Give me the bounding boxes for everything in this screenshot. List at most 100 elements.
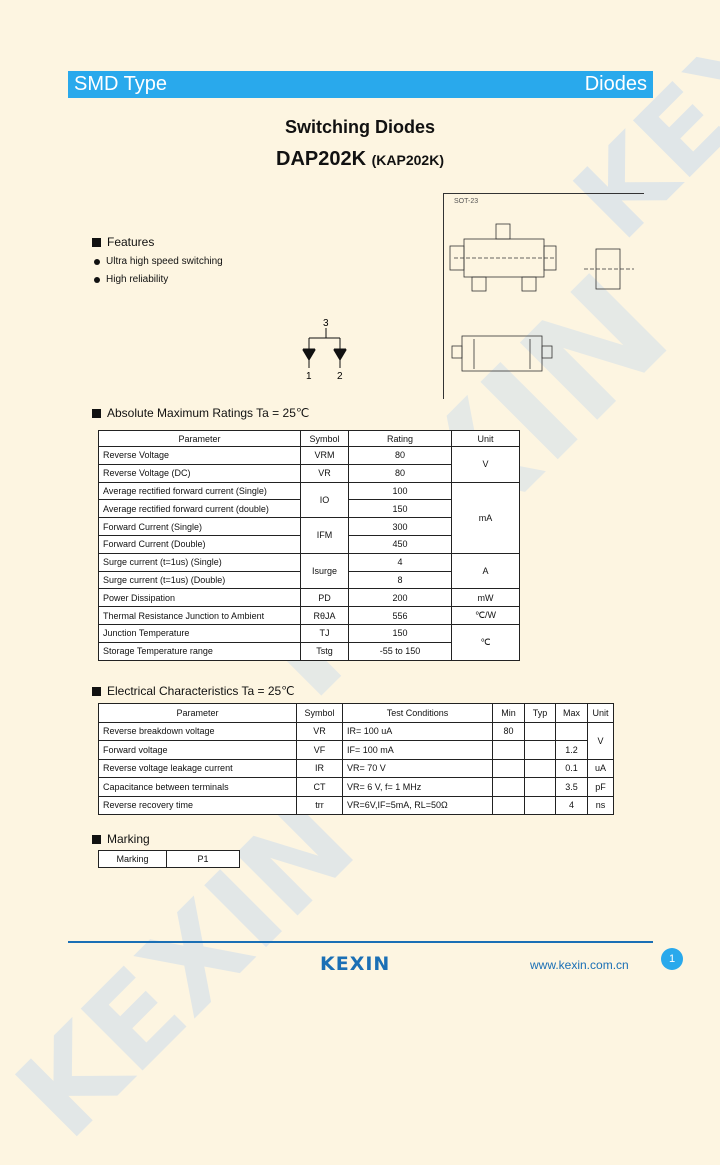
table-cell [492, 777, 525, 797]
table-cell: V [451, 446, 520, 483]
table-cell: 1.2 [555, 740, 588, 760]
absolute-max-ratings-table: Parameter Symbol Rating Unit Reverse Vol… [98, 430, 520, 661]
table-cell: mW [451, 588, 520, 608]
table-cell: VR= 70 V [342, 758, 493, 778]
kexin-logo: KEXIN [320, 953, 391, 975]
table-cell: P1 [166, 850, 240, 868]
table-cell [524, 740, 556, 760]
table-cell: VR [296, 721, 343, 741]
table-cell: 4 [555, 795, 588, 815]
marking-heading: Marking [92, 832, 150, 846]
table-cell [555, 721, 588, 741]
table-row: Thermal Resistance Junction to Ambient R… [98, 606, 520, 625]
table-cell: Average rectified forward current (doubl… [98, 499, 301, 519]
table-cell [492, 758, 525, 778]
square-bullet-icon [92, 408, 101, 418]
table-cell: ℃ [451, 623, 520, 661]
table-cell: 450 [348, 534, 452, 554]
table-cell: RθJA [300, 606, 349, 625]
square-bullet-icon [92, 686, 101, 696]
features-heading-text: Features [107, 235, 155, 249]
table-cell: VR [300, 463, 349, 483]
part-alt: (KAP202K) [371, 152, 444, 168]
table-cell [524, 777, 556, 797]
table-cell: Reverse Voltage (DC) [98, 463, 301, 483]
table-cell: Surge current (t=1us) (Double) [98, 570, 301, 590]
column-header: Unit [587, 703, 614, 723]
table-cell: Reverse voltage leakage current [98, 758, 297, 778]
table-cell: ℃/W [451, 606, 520, 625]
table-cell: IFM [300, 517, 349, 554]
header-type: Diodes [584, 73, 647, 95]
table-cell [492, 795, 525, 815]
table-header-row: Parameter Symbol Test Conditions Min Typ… [98, 703, 614, 723]
table-row: Forward voltage VF IF= 100 mA 1.2 [98, 740, 614, 760]
square-bullet-icon [92, 834, 101, 844]
table-cell: Reverse recovery time [98, 795, 297, 815]
table-row: Average rectified forward current (Singl… [98, 481, 520, 554]
table-cell: V [587, 721, 614, 760]
column-header: Typ [524, 703, 556, 723]
table-cell [492, 740, 525, 760]
table-cell: Junction Temperature [98, 623, 301, 643]
package-outline-drawing [449, 223, 634, 372]
table-cell [524, 758, 556, 778]
table-row: Storage Temperature range Tstg -55 to 15… [98, 641, 520, 661]
features-heading: Features [92, 235, 154, 249]
table-cell: CT [296, 777, 343, 797]
table-cell: Reverse breakdown voltage [98, 721, 297, 741]
table-cell: uA [587, 758, 614, 778]
table-cell: Power Dissipation [98, 588, 301, 608]
square-bullet-icon [92, 237, 101, 247]
package-label: SOT-23 [454, 198, 479, 205]
column-header: Test Conditions [342, 703, 493, 723]
column-header: Symbol [300, 430, 349, 447]
table-cell: ns [587, 795, 614, 815]
table-row: Power Dissipation PD 200 mW [98, 588, 520, 608]
marking-table: Marking P1 [98, 850, 240, 868]
table-row: Capacitance between terminals CT VR= 6 V… [98, 777, 614, 797]
table-cell: Thermal Resistance Junction to Ambient [98, 606, 301, 625]
table-cell [524, 795, 556, 815]
table-cell: -55 to 150 [348, 641, 452, 661]
feature-text: Ultra high speed switching [106, 256, 223, 267]
table-cell: Surge current (t=1us) (Single) [98, 552, 301, 572]
bullet-icon [94, 258, 100, 265]
amr-heading-text: Absolute Maximum Ratings Ta = 25℃ [107, 406, 310, 420]
header-banner: SMD Type Diodes [68, 71, 653, 98]
table-cell: Marking [98, 850, 167, 868]
electrical-characteristics-table: Parameter Symbol Test Conditions Min Typ… [98, 703, 614, 815]
table-row: Marking P1 [98, 850, 240, 868]
ec-heading-text: Electrical Characteristics Ta = 25℃ [107, 684, 295, 698]
table-row: Reverse recovery time trr VR=6V,IF=5mA, … [98, 795, 614, 815]
table-cell: 80 [348, 446, 452, 465]
marking-heading-text: Marking [107, 832, 150, 846]
table-cell: 100 [348, 481, 452, 501]
page-title: Switching Diodes [284, 117, 435, 137]
column-header: Symbol [296, 703, 343, 723]
table-row: Reverse voltage leakage current IR VR= 7… [98, 758, 614, 778]
table-cell: VR=6V,IF=5mA, RL=50Ω [342, 795, 493, 815]
table-cell: VRM [300, 446, 349, 465]
table-cell: Forward voltage [98, 740, 297, 760]
table-cell: 150 [348, 623, 452, 643]
table-cell: IO [300, 481, 349, 519]
table-cell: Average rectified forward current (Singl… [98, 481, 301, 501]
website-link[interactable]: www.kexin.com.cn [530, 958, 629, 972]
table-row: Surge current (t=1us) (Single) Isurge 4 … [98, 552, 520, 590]
table-header-row: Parameter Symbol Rating Unit [98, 430, 520, 447]
table-cell: PD [300, 588, 349, 608]
header-category: SMD Type [74, 73, 167, 95]
table-cell: 0.1 [555, 758, 588, 778]
table-cell: 80 [492, 721, 525, 741]
column-header: Rating [348, 430, 452, 447]
bullet-icon [94, 276, 100, 283]
part-main: DAP202K [276, 148, 367, 170]
table-cell: VR= 6 V, f= 1 MHz [342, 777, 493, 797]
table-cell: 556 [348, 606, 452, 625]
amr-heading: Absolute Maximum Ratings Ta = 25℃ [92, 406, 309, 420]
table-cell: Reverse Voltage [98, 446, 301, 465]
table-cell: IR= 100 uA [342, 721, 493, 741]
column-header: Max [555, 703, 588, 723]
table-cell: A [451, 552, 520, 590]
